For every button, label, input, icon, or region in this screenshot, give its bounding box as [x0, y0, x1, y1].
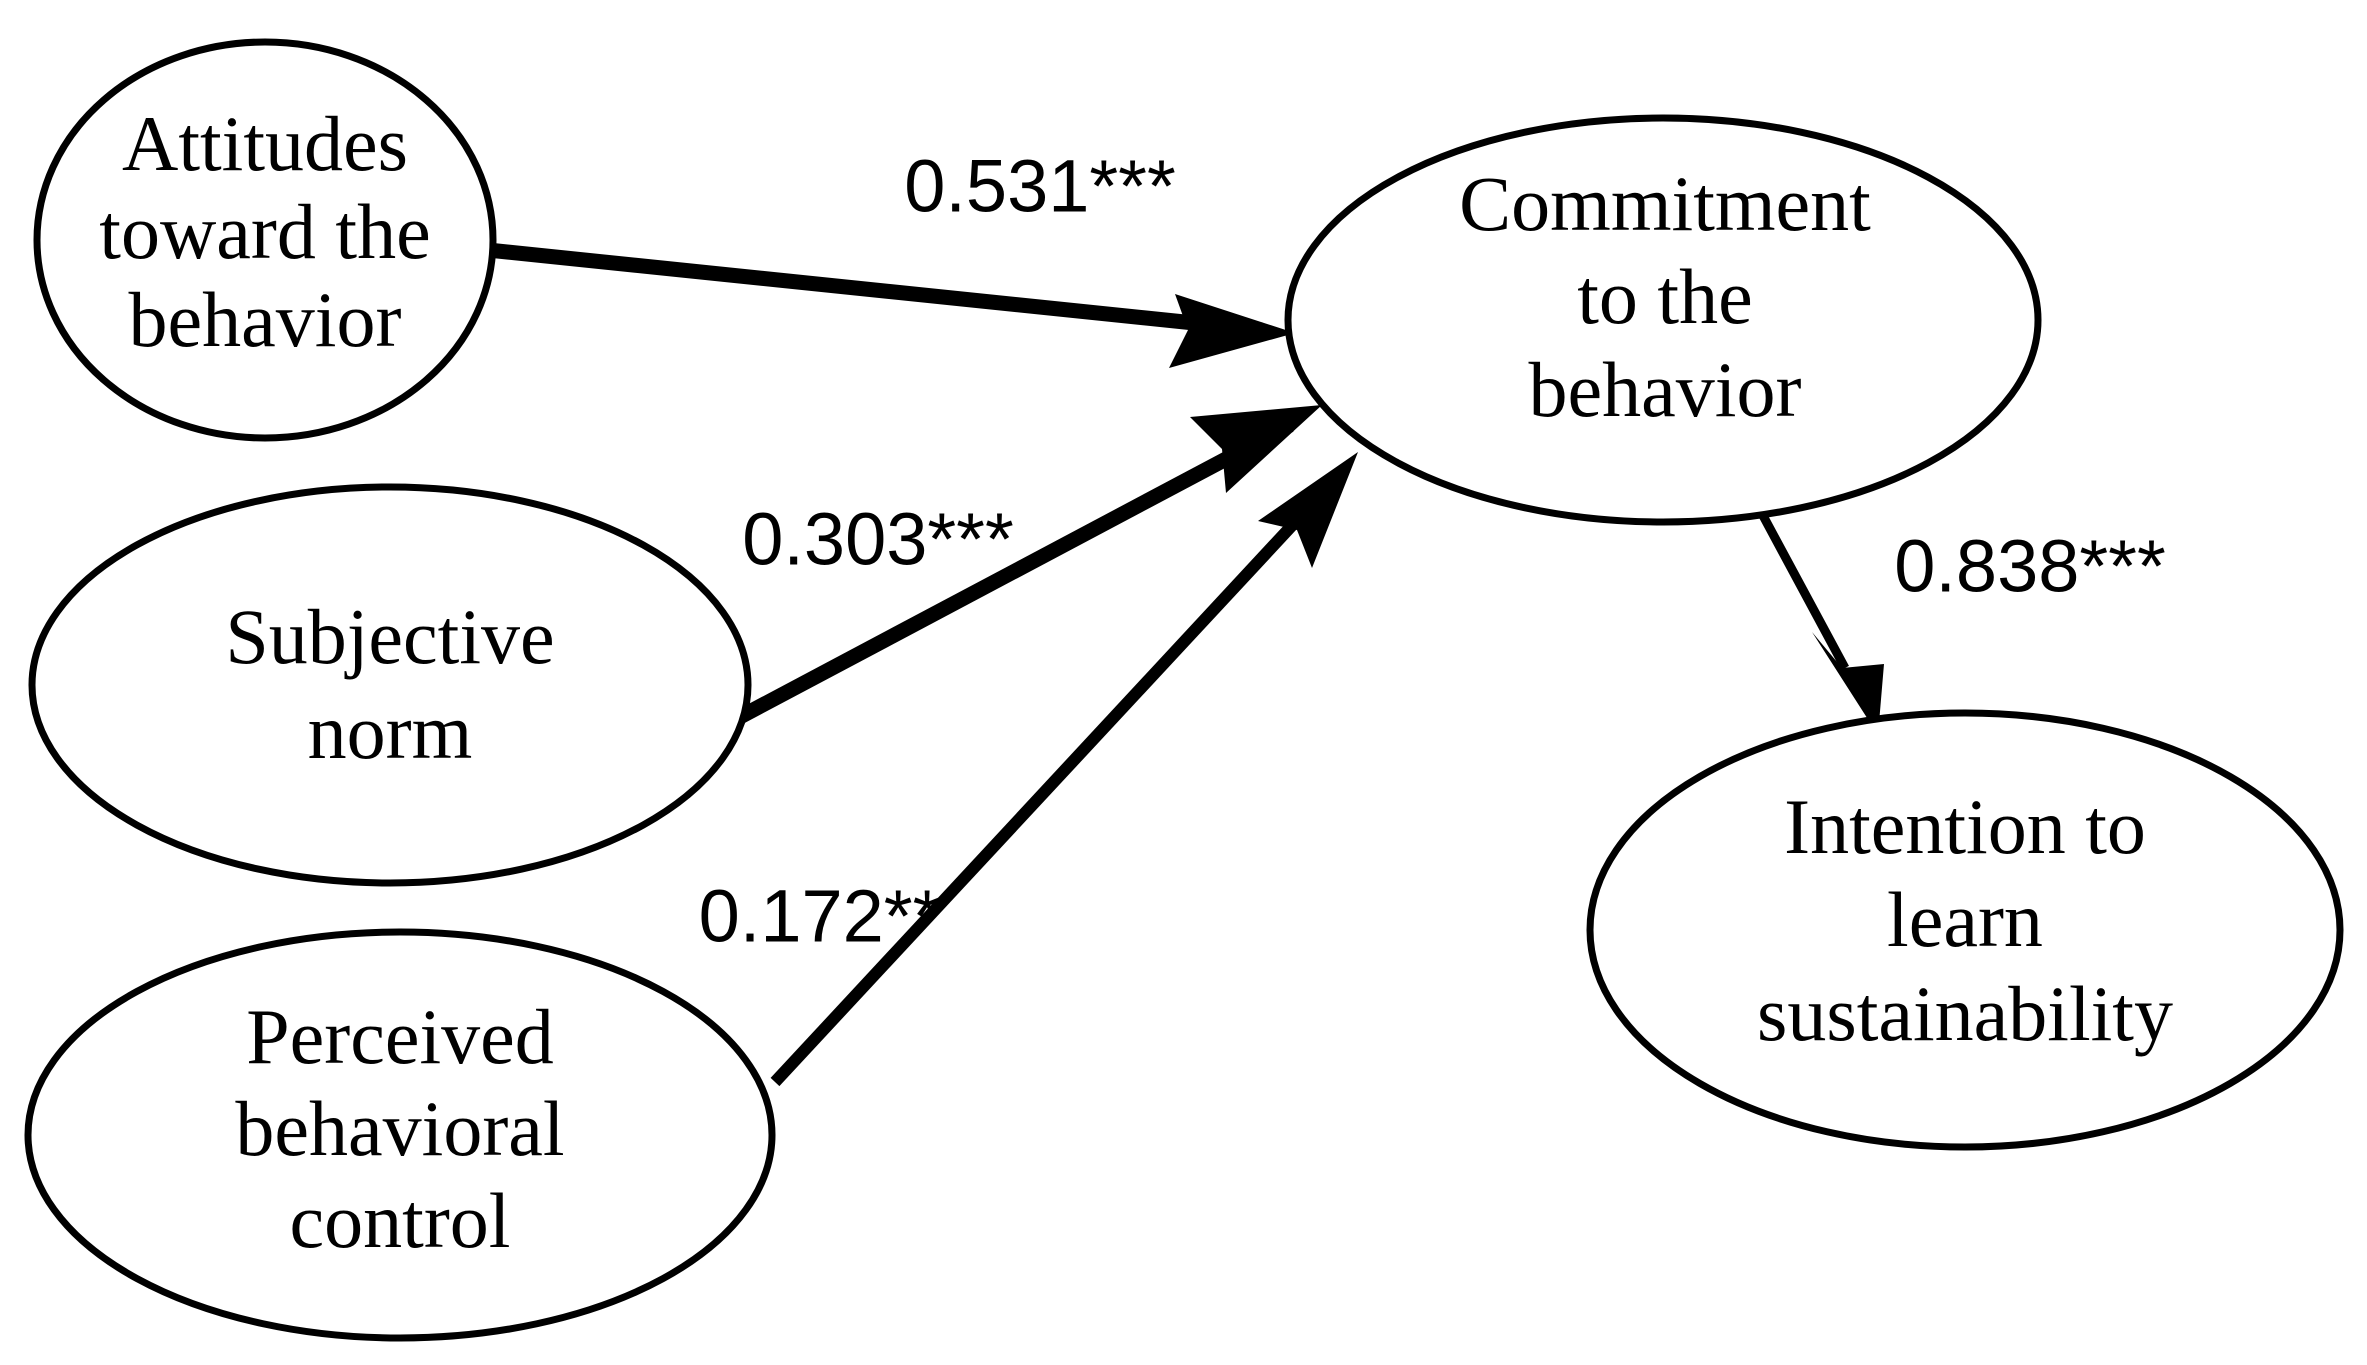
node-commitment-to-the-behavior[interactable]: Commitment to the behavior: [1284, 114, 2042, 526]
edge-line-commitment-intention: [1756, 507, 1849, 671]
node-label-intention-line3: sustainability: [1757, 970, 2173, 1057]
edge-label-pbc-commitment: 0.172**: [699, 875, 942, 958]
edge-attitudes-to-commitment[interactable]: 0.531***: [487, 145, 1295, 368]
edge-label-subjectivenorm-commitment: 0.303***: [742, 498, 1014, 581]
node-subjective-norm[interactable]: Subjective norm: [28, 483, 752, 887]
node-label-attitudes-line1: Attitudes: [122, 100, 408, 187]
node-ellipse-subjective-norm: [28, 483, 752, 887]
node-label-attitudes-line3: behavior: [129, 276, 402, 363]
node-label-subjective-norm-line1: Subjective: [225, 593, 554, 680]
arrowhead-attitudes-commitment: [1169, 294, 1295, 368]
edge-line-attitudes-commitment: [487, 242, 1263, 338]
node-label-subjective-norm-line2: norm: [308, 688, 473, 775]
node-ellipse-intention: [1586, 709, 2344, 1151]
edge-label-commitment-intention: 0.838***: [1894, 525, 2166, 608]
node-label-pbc-line3: control: [290, 1177, 511, 1264]
node-label-attitudes-line2: toward the: [99, 188, 430, 275]
node-ellipse-pbc: [24, 928, 776, 1342]
edge-line-subjectivenorm-commitment: [736, 418, 1294, 724]
node-ellipse-commitment: [1284, 114, 2042, 526]
edge-label-attitudes-commitment: 0.531***: [904, 145, 1176, 228]
node-intention-to-learn-sustainability[interactable]: Intention to learn sustainability: [1586, 709, 2344, 1151]
arrowhead-subjectivenorm-commitment: [1190, 405, 1322, 493]
node-label-commitment-line3: behavior: [1529, 346, 1802, 433]
edge-subjective-norm-to-commitment[interactable]: 0.303***: [736, 405, 1322, 724]
node-label-commitment-line1: Commitment: [1459, 160, 1871, 247]
node-label-pbc-line2: behavioral: [235, 1085, 564, 1172]
node-label-pbc-line1: Perceived: [246, 993, 554, 1080]
node-label-intention-line2: learn: [1887, 876, 2043, 963]
arrowhead-commitment-intention: [1812, 632, 1884, 735]
node-attitudes-toward-the-behavior[interactable]: Attitudes toward the behavior: [33, 38, 497, 442]
node-label-commitment-line2: to the: [1577, 253, 1752, 340]
edge-commitment-to-intention[interactable]: 0.838***: [1756, 507, 2166, 735]
edge-line-pbc-commitment: [770, 485, 1330, 1087]
edge-pbc-to-commitment[interactable]: 0.172**: [699, 452, 1358, 1087]
node-perceived-behavioral-control[interactable]: Perceived behavioral control: [24, 928, 776, 1342]
node-label-intention-line1: Intention to: [1784, 783, 2146, 870]
arrowhead-pbc-commitment: [1258, 452, 1358, 568]
node-ellipse-attitudes: [33, 38, 497, 442]
